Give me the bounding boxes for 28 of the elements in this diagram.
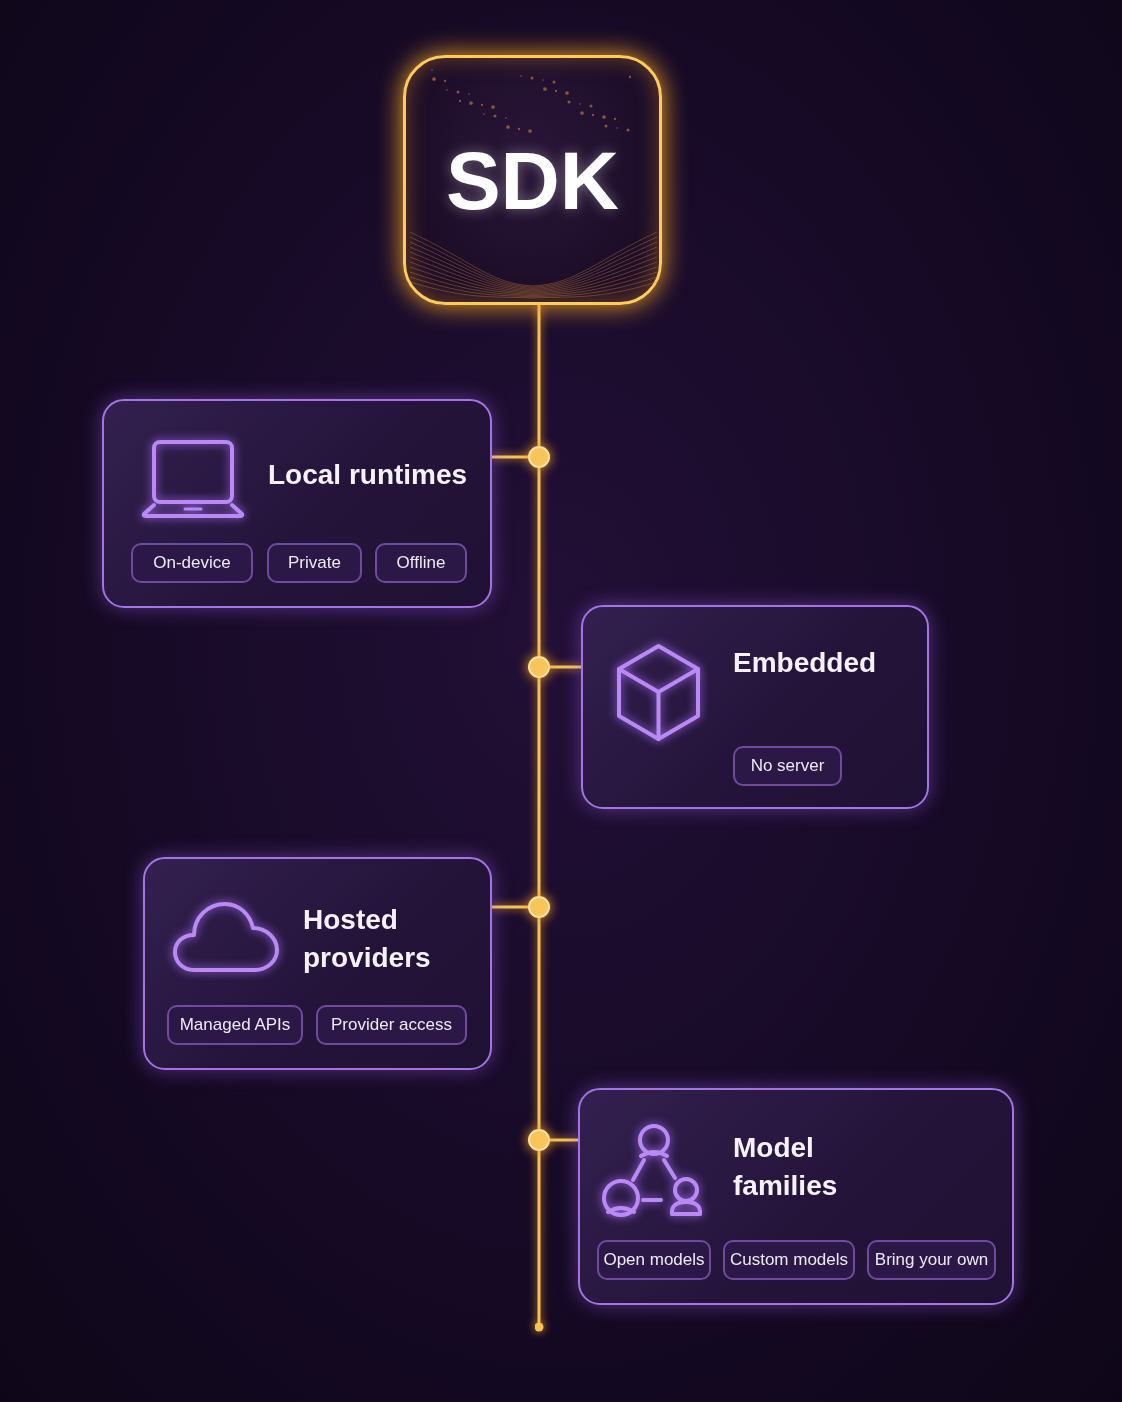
connector-line [537, 468, 541, 656]
feature-card [143, 857, 492, 1070]
feature-tag: Open models [597, 1240, 711, 1280]
card-title: Local runtimes [268, 458, 469, 492]
connector-line [534, 1151, 544, 1332]
card-title: Embedded [733, 646, 878, 680]
feature-tag: No server [733, 746, 842, 786]
connector-line [550, 1138, 578, 1142]
card-title: Model families [733, 1131, 839, 1203]
feature-tag: Offline [375, 543, 467, 583]
feature-tag: Provider access [316, 1005, 467, 1045]
sdk-label: SDK [445, 140, 620, 222]
connector-line [537, 678, 541, 896]
sdk-box [403, 55, 662, 305]
connector-line [550, 665, 581, 669]
feature-card [578, 1088, 1014, 1305]
card-title: Hosted providers [303, 903, 432, 975]
feature-card [581, 605, 929, 809]
connector-line [537, 918, 541, 1129]
feature-tag: Private [267, 543, 362, 583]
connector-line [537, 305, 541, 446]
feature-tag: Managed APIs [167, 1005, 303, 1045]
feature-card [102, 399, 492, 608]
feature-tag: Bring your own [867, 1240, 996, 1280]
connector-line [492, 905, 528, 909]
connector-line [492, 455, 528, 459]
feature-tag: Custom models [723, 1240, 855, 1280]
feature-tag: On-device [131, 543, 253, 583]
